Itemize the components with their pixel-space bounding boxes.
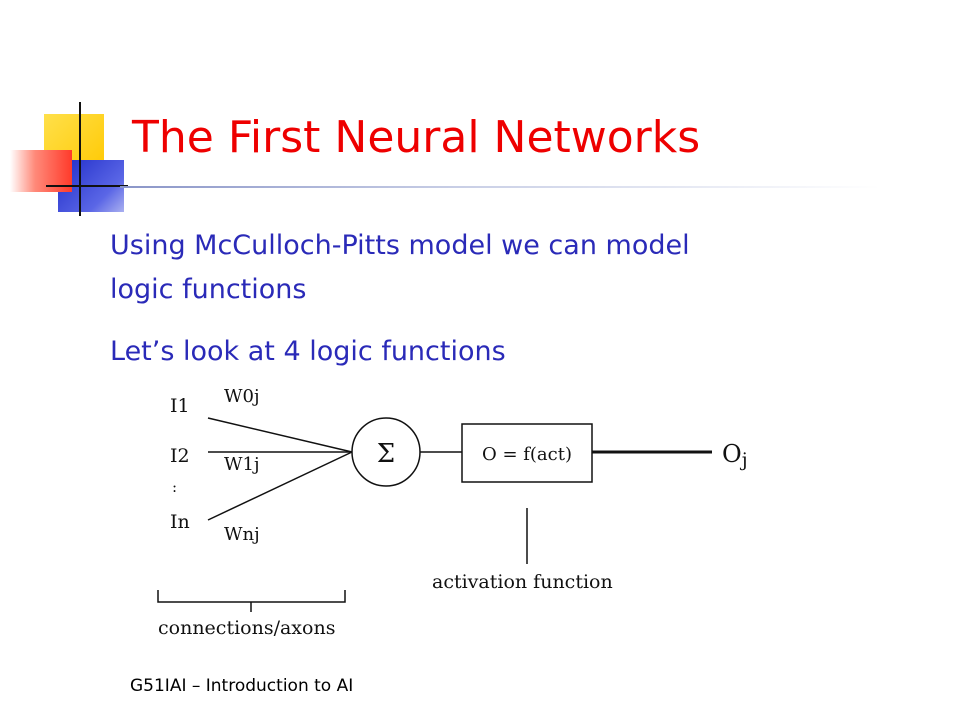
deco-vertical-line <box>79 102 81 216</box>
slide-footer: G51IAI – Introduction to AI <box>130 676 354 696</box>
connections-bracket <box>157 590 346 612</box>
connections-label: connections/axons <box>158 617 335 639</box>
slide-title: The First Neural Networks <box>132 112 701 163</box>
activation-function-box <box>461 423 593 483</box>
bullet-line-3: Let’s look at 4 logic functions <box>110 336 506 367</box>
output-label: Oj <box>722 440 748 471</box>
function-box-label: O = f(act) <box>482 444 572 465</box>
input-label-i1: I1 <box>170 395 190 417</box>
decorative-corner-graphic <box>0 90 130 220</box>
deco-horizontal-line <box>46 185 128 187</box>
summation-symbol: Σ <box>377 439 395 469</box>
connection-line-1 <box>207 417 353 453</box>
bullet-line-1: Using McCulloch-Pitts model we can model <box>110 230 690 261</box>
activation-function-label: activation function <box>432 571 613 593</box>
output-label-subscript: j <box>740 449 748 471</box>
input-label-in: In <box>170 511 190 533</box>
title-underline <box>120 186 880 188</box>
output-label-base: O <box>722 440 742 468</box>
weight-label-w0j: W0j <box>224 386 260 407</box>
input-label-ellipsis: : <box>172 478 177 496</box>
weight-label-wnj: Wnj <box>224 524 260 545</box>
connection-line-3 <box>207 451 353 521</box>
input-label-i2: I2 <box>170 445 190 467</box>
weight-label-w1j: W1j <box>224 454 260 475</box>
bullet-line-2: logic functions <box>110 274 307 305</box>
